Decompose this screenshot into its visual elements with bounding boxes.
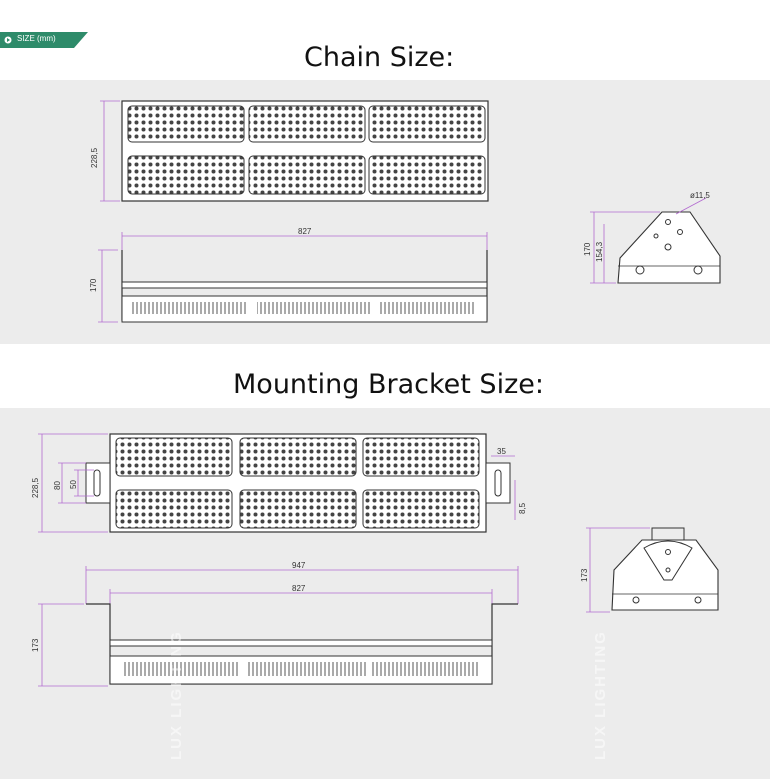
watermark-left: LUX LIGHTING <box>168 630 185 760</box>
chain-height-dimension: 228,5 <box>90 147 99 168</box>
chain-top-view: 228,5 <box>90 100 489 202</box>
mounting-ear-hole-dimension: 8,5 <box>518 502 527 514</box>
chain-bracket-inner-height: 154,3 <box>595 241 604 262</box>
mounting-bracket-size-title: Mounting Bracket Size: <box>233 369 544 400</box>
mounting-ear-width-dimension: 35 <box>497 447 506 456</box>
mounting-height-dimension: 228,5 <box>31 477 40 498</box>
mounting-slot-outer-dimension: 80 <box>53 481 62 490</box>
mounting-bracket-height-dimension: 173 <box>580 568 589 582</box>
mounting-side-view: 947 827 173 <box>31 561 519 687</box>
mounting-total-width-dimension: 947 <box>292 561 306 570</box>
chain-size-title: Chain Size: <box>304 42 455 73</box>
size-badge <box>0 32 88 48</box>
mounting-top-view: 228,5 80 50 35 8,5 <box>31 433 527 533</box>
chain-bracket-view: 170 154,3 ø11,5 <box>583 191 721 284</box>
chain-side-height-dimension: 170 <box>89 278 98 292</box>
mounting-bracket-view: 173 <box>580 527 719 613</box>
chain-bracket-total-height: 170 <box>583 242 592 256</box>
mounting-slot-inner-dimension: 50 <box>69 480 78 489</box>
chain-width-dimension: 827 <box>298 227 312 236</box>
mounting-side-height-dimension: 173 <box>31 638 40 652</box>
chain-side-view: 827 170 <box>89 227 488 323</box>
size-badge-label: SIZE (mm) <box>17 34 56 43</box>
mounting-body-width-dimension: 827 <box>292 584 306 593</box>
watermark-right: LUX LIGHTING <box>592 630 609 760</box>
chain-bracket-hole-diameter: ø11,5 <box>690 191 710 200</box>
